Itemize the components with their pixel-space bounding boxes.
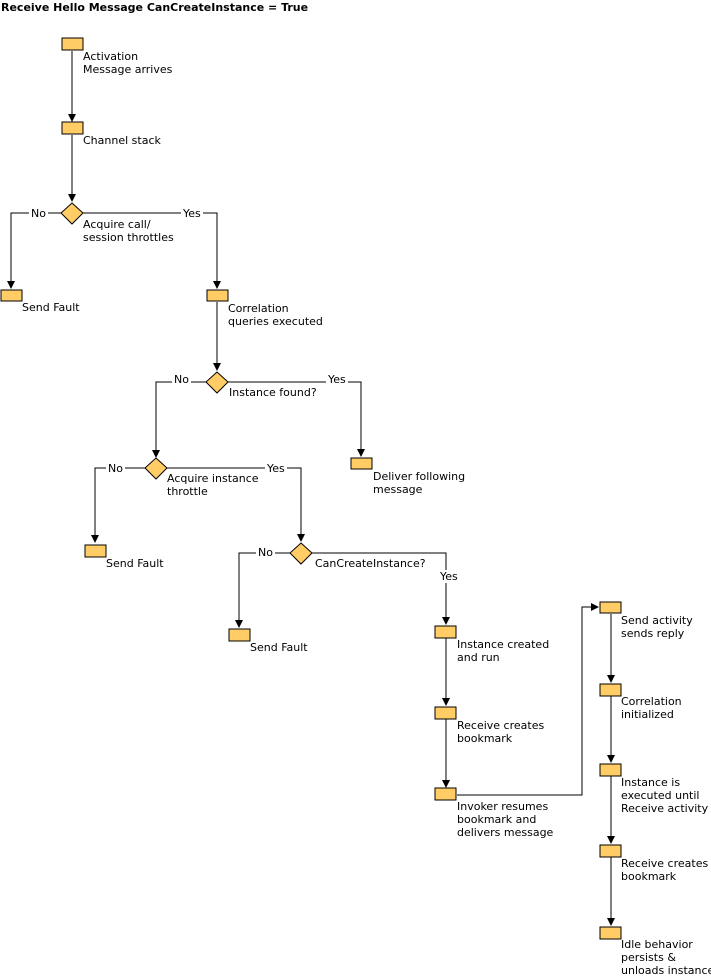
process-boxes	[0, 37, 622, 940]
box-correlation-initialized	[599, 683, 622, 697]
box-send-activity	[599, 601, 622, 614]
box-receive-bookmark-2	[599, 844, 622, 858]
label-acquire-call: Acquire call/ session throttles	[83, 218, 174, 244]
branch-label-yes-2: Yes	[326, 373, 348, 386]
label-activation: Activation Message arrives	[83, 50, 173, 76]
arrow-can-create-yes	[311, 552, 450, 625]
box-activation	[61, 37, 84, 51]
box-channel-stack	[61, 121, 84, 135]
label-idle-behavior: Idle behavior persists & unloads instanc…	[621, 938, 711, 977]
diamond-can-create-instance	[289, 542, 313, 565]
arrow-acquire-call-no	[7, 212, 62, 289]
branch-label-no-4: No	[256, 546, 275, 559]
branch-label-yes-4: Yes	[438, 570, 460, 583]
box-deliver-following	[350, 457, 373, 470]
branch-label-no-3: No	[106, 462, 125, 475]
box-correlation-queries	[206, 289, 229, 302]
branch-label-yes-3: Yes	[265, 462, 287, 475]
diamond-instance-found	[205, 371, 229, 394]
diamond-acquire-call	[60, 202, 84, 225]
arrow-acquire-call-yes	[82, 212, 221, 289]
box-instance-executed	[599, 763, 622, 777]
label-instance-executed: Instance is executed until Receive activ…	[621, 776, 709, 815]
arrow-can-create-no	[235, 552, 291, 628]
arrow-instance-found-yes	[227, 381, 365, 457]
box-idle-behavior	[599, 926, 622, 940]
branch-label-no-1: No	[29, 207, 48, 220]
label-can-create-instance: CanCreateInstance?	[315, 557, 426, 570]
box-invoker-resumes	[434, 787, 457, 801]
label-channel-stack: Channel stack	[83, 134, 161, 147]
arrow-acquire-instance-no	[91, 467, 146, 543]
diamond-acquire-instance	[144, 457, 168, 480]
label-receive-bookmark-1: Receive creates bookmark	[457, 719, 545, 745]
label-send-fault-3: Send Fault	[250, 641, 308, 654]
arrow-instance-found-no	[152, 381, 207, 458]
label-correlation-queries: Correlation queries executed	[228, 302, 323, 328]
arrow-invoker-to-send-activity	[457, 603, 599, 796]
label-send-fault-1: Send Fault	[22, 301, 80, 314]
label-send-fault-2: Send Fault	[106, 557, 164, 570]
label-instance-found: Instance found?	[229, 386, 317, 399]
branch-label-no-2: No	[172, 373, 191, 386]
label-instance-created: Instance created and run	[457, 638, 550, 664]
label-invoker-resumes: Invoker resumes bookmark and delivers me…	[457, 800, 554, 839]
arrow-acquire-instance-yes	[166, 467, 305, 542]
branch-label-yes-1: Yes	[181, 207, 203, 220]
box-receive-bookmark-1	[434, 706, 457, 720]
box-send-fault-3	[228, 628, 251, 642]
label-deliver-following: Deliver following message	[373, 470, 466, 496]
connectors	[7, 51, 615, 926]
box-send-fault-1	[0, 289, 23, 302]
decision-diamonds	[60, 202, 313, 565]
label-correlation-initialized: Correlation initialized	[621, 695, 682, 721]
box-send-fault-2	[84, 544, 107, 558]
diagram-title: Receive Hello Message CanCreateInstance …	[1, 1, 309, 14]
label-receive-bookmark-2: Receive creates bookmark	[621, 857, 709, 883]
box-instance-created	[434, 625, 457, 639]
label-send-activity: Send activity sends reply	[621, 614, 693, 640]
label-acquire-instance: Acquire instance throttle	[167, 472, 259, 498]
